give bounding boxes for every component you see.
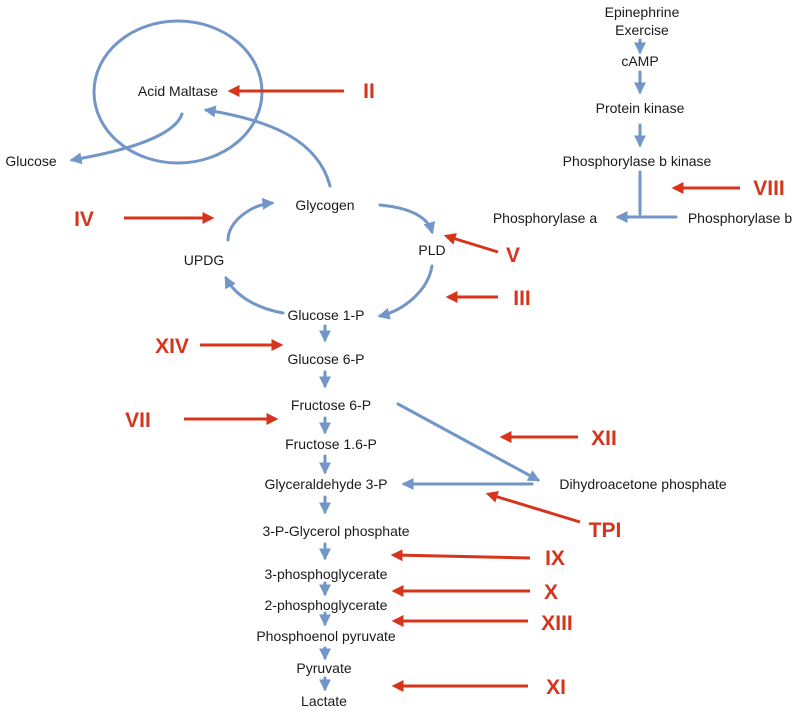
enzyme-defect-arrows (124, 85, 740, 692)
label-updg: UPDG (184, 252, 224, 268)
label-glycerol-phosphate: 3-P-Glycerol phosphate (262, 523, 409, 539)
label-glucose-6p: Glucose 6-P (287, 351, 364, 367)
enzyme-label-XI: XI (546, 676, 566, 699)
label-epinephrine: Epinephrine (605, 4, 680, 20)
label-phosphorylase-b-kinase: Phosphorylase b kinase (563, 153, 712, 169)
label-phosphoenol-pyruvate: Phosphoenol pyruvate (256, 628, 396, 644)
label-acid-maltase: Acid Maltase (138, 83, 218, 99)
arrow-fructose-6p-to-dhap (396, 402, 541, 482)
label-glycogen: Glycogen (295, 197, 354, 213)
enzyme-label-IX: IX (545, 547, 565, 570)
enzyme-label-X: X (544, 581, 558, 604)
label-2-phosphoglycerate: 2-phosphoglycerate (265, 597, 388, 613)
arrow-updg-to-glycogen (226, 197, 275, 242)
arrow-acid-maltase-to-glucose (69, 112, 184, 165)
label-lactate: Lactate (301, 693, 347, 709)
label-fructose-6p: Fructose 6-P (291, 397, 371, 413)
label-3-phosphoglycerate: 3-phosphoglycerate (265, 566, 388, 582)
label-camp: cAMP (621, 53, 658, 69)
enzyme-label-II: II (363, 80, 375, 103)
enzyme-label-VII: VII (125, 409, 151, 432)
label-glyceraldehyde-3p: Glyceraldehyde 3-P (265, 476, 388, 492)
enzyme-label-XII: XII (591, 427, 617, 450)
arrow-glycogen-to-pld (378, 203, 436, 235)
metabolite-labels: Epinephrine Exercise cAMP Protein kinase… (5, 4, 792, 709)
label-phosphorylase-b: Phosphorylase b (688, 210, 793, 226)
enzyme-label-XIII: XIII (541, 612, 573, 635)
arrow-glycogen-to-acid-maltase (203, 105, 332, 188)
red-arrow-TPI (485, 491, 581, 524)
enzyme-labels: II IV V III VIII XIV VII XII TPI IX X XI… (74, 80, 785, 699)
label-glucose: Glucose (5, 153, 57, 169)
enzyme-label-VIII: VIII (753, 177, 785, 200)
arrow-pld-to-glucose-1p (377, 264, 434, 320)
label-pyruvate: Pyruvate (296, 660, 351, 676)
enzyme-label-IV: IV (74, 208, 94, 231)
red-arrow-V (443, 233, 499, 254)
label-exercise: Exercise (615, 22, 669, 38)
red-arrow-IX (390, 549, 531, 562)
enzyme-label-III: III (513, 287, 531, 310)
label-phosphorylase-a: Phosphorylase a (493, 210, 598, 226)
label-protein-kinase: Protein kinase (596, 100, 685, 116)
arrow-glucose-1p-to-updg (224, 275, 285, 315)
label-fructose-16p: Fructose 1.6-P (285, 436, 377, 452)
label-pld: PLD (418, 242, 445, 258)
enzyme-label-TPI: TPI (589, 519, 622, 542)
label-glucose-1p: Glucose 1-P (287, 307, 364, 323)
label-dihydroxyacetone-phosphate: Dihydroacetone phosphate (559, 476, 727, 492)
enzyme-label-V: V (506, 244, 520, 267)
enzyme-label-XIV: XIV (155, 335, 189, 358)
